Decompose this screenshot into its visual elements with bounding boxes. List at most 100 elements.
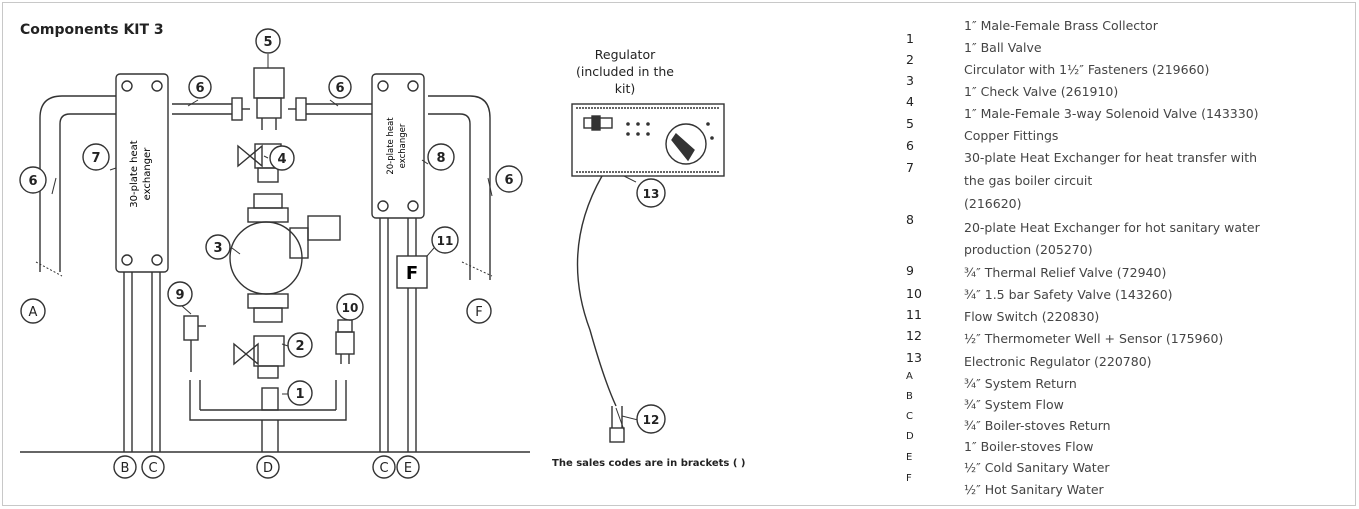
callout-12: [636, 404, 666, 434]
svg-text:E: E: [404, 461, 412, 476]
svg-text:4: 4: [277, 152, 286, 167]
callout-6-right: [495, 165, 523, 193]
legend-number: 13: [906, 350, 922, 365]
legend-number: 9: [906, 263, 914, 278]
svg-text:9: 9: [175, 288, 184, 303]
legend-line: 1″ Male-Female Brass Collector: [964, 18, 1158, 33]
legend-line: ¾″ System Flow: [964, 397, 1064, 412]
callout-d: [256, 455, 280, 479]
flow-switch: [396, 255, 428, 289]
legend-letter: A: [906, 371, 913, 382]
callout-13: [636, 178, 666, 208]
legend-number: 1: [906, 31, 914, 46]
callout-4: [269, 145, 295, 171]
legend-letter: B: [906, 391, 913, 402]
svg-text:F: F: [475, 305, 482, 320]
svg-text:B: B: [121, 461, 130, 476]
legend-number: 2: [906, 52, 914, 67]
svg-text:7: 7: [91, 151, 100, 166]
callout-7: [82, 143, 110, 171]
legend-number: 7: [906, 160, 914, 175]
legend-number: 10: [906, 286, 922, 301]
svg-text:2: 2: [295, 339, 304, 354]
legend-line: 1″ Ball Valve: [964, 40, 1042, 55]
legend-letter: D: [906, 431, 914, 442]
electronic-regulator: [571, 103, 725, 177]
legend-letter: E: [906, 452, 913, 463]
legend-line: Electronic Regulator (220780): [964, 354, 1152, 369]
svg-text:A: A: [29, 305, 38, 320]
callout-b: [113, 455, 137, 479]
svg-text:10: 10: [342, 301, 359, 315]
legend-line: production (205270): [964, 242, 1093, 257]
svg-text:6: 6: [504, 173, 513, 188]
diagram-title: Components KIT 3: [20, 22, 164, 38]
callout-f: [466, 298, 492, 324]
legend-line: ¾″ 1.5 bar Safety Valve (143260): [964, 287, 1173, 302]
svg-text:11: 11: [437, 234, 454, 248]
legend-line: 30-plate Heat Exchanger for heat transfe…: [964, 150, 1258, 165]
regulator-title: Regulator (included in the kit): [576, 47, 674, 96]
svg-text:C: C: [379, 461, 388, 476]
legend-number: 5: [906, 116, 914, 131]
legend-letter: F: [906, 473, 912, 484]
callout-10: [336, 293, 364, 321]
brass-collector: [189, 380, 347, 421]
legend-line: Copper Fittings: [964, 128, 1059, 143]
callout-2: [287, 332, 313, 358]
exchanger-30-label-2: exchanger: [142, 147, 153, 201]
legend-letter: C: [906, 411, 913, 422]
callout-c-left: [141, 455, 165, 479]
callout-a: [20, 298, 46, 324]
legend-number: 3: [906, 73, 914, 88]
callout-8: [427, 143, 455, 171]
svg-text:C: C: [148, 461, 157, 476]
flow-switch-letter: F: [406, 263, 418, 284]
pipe-left-outer: [39, 95, 116, 272]
svg-text:6: 6: [28, 174, 37, 189]
svg-text:D: D: [263, 461, 273, 476]
legend-line: 1″ Male-Female 3-way Solenoid Valve (143…: [964, 106, 1259, 121]
svg-text:5: 5: [263, 35, 272, 50]
legend-line: ½″ Cold Sanitary Water: [964, 460, 1110, 475]
svg-text:8: 8: [436, 151, 445, 166]
sales-codes-note: The sales codes are in brackets ( ): [552, 458, 746, 469]
legend-line: ¾″ Boiler-stoves Return: [964, 418, 1111, 433]
legend-line: Flow Switch (220830): [964, 309, 1100, 324]
callout-c-right: [372, 455, 396, 479]
svg-text:6: 6: [335, 81, 344, 96]
legend-line: ½″ Thermometer Well + Sensor (175960): [964, 331, 1224, 346]
callout-3: [205, 234, 231, 260]
callout-e: [396, 455, 420, 479]
svg-text:12: 12: [643, 413, 660, 427]
callout-6-top-right: [328, 75, 352, 99]
legend-line: ¾″ Thermal Relief Valve (72940): [964, 265, 1167, 280]
legend-line: 20-plate Heat Exchanger for hot sanitary…: [964, 220, 1260, 235]
legend-line: 1″ Check Valve (261910): [964, 84, 1119, 99]
legend-line: (216620): [964, 196, 1022, 211]
callout-11: [431, 226, 459, 254]
legend-line: 1″ Boiler-stoves Flow: [964, 439, 1094, 454]
callout-6-left: [19, 166, 47, 194]
legend-number: 12: [906, 328, 922, 343]
legend-number: 11: [906, 307, 922, 322]
svg-text:13: 13: [643, 187, 660, 201]
callout-6-top-left: [188, 75, 212, 99]
legend-line: ¾″ System Return: [964, 376, 1077, 391]
pipe-right-outer: [428, 95, 491, 280]
exchanger-20-label-2: exchanger: [398, 123, 408, 168]
exchanger-30-label-1: 30-plate heat: [129, 140, 140, 207]
svg-text:6: 6: [195, 81, 204, 96]
legend-number: 6: [906, 138, 914, 153]
legend-number: 8: [906, 212, 914, 227]
exchanger-20-label-1: 20-plate heat: [386, 117, 396, 175]
svg-text:1: 1: [295, 387, 304, 402]
callout-5: [255, 28, 281, 54]
callout-1: [287, 380, 313, 406]
callout-9: [167, 281, 193, 307]
exchanger-20-plate: [371, 73, 425, 219]
legend-line: the gas boiler circuit: [964, 173, 1093, 188]
legend-line: ½″ Hot Sanitary Water: [964, 482, 1104, 497]
